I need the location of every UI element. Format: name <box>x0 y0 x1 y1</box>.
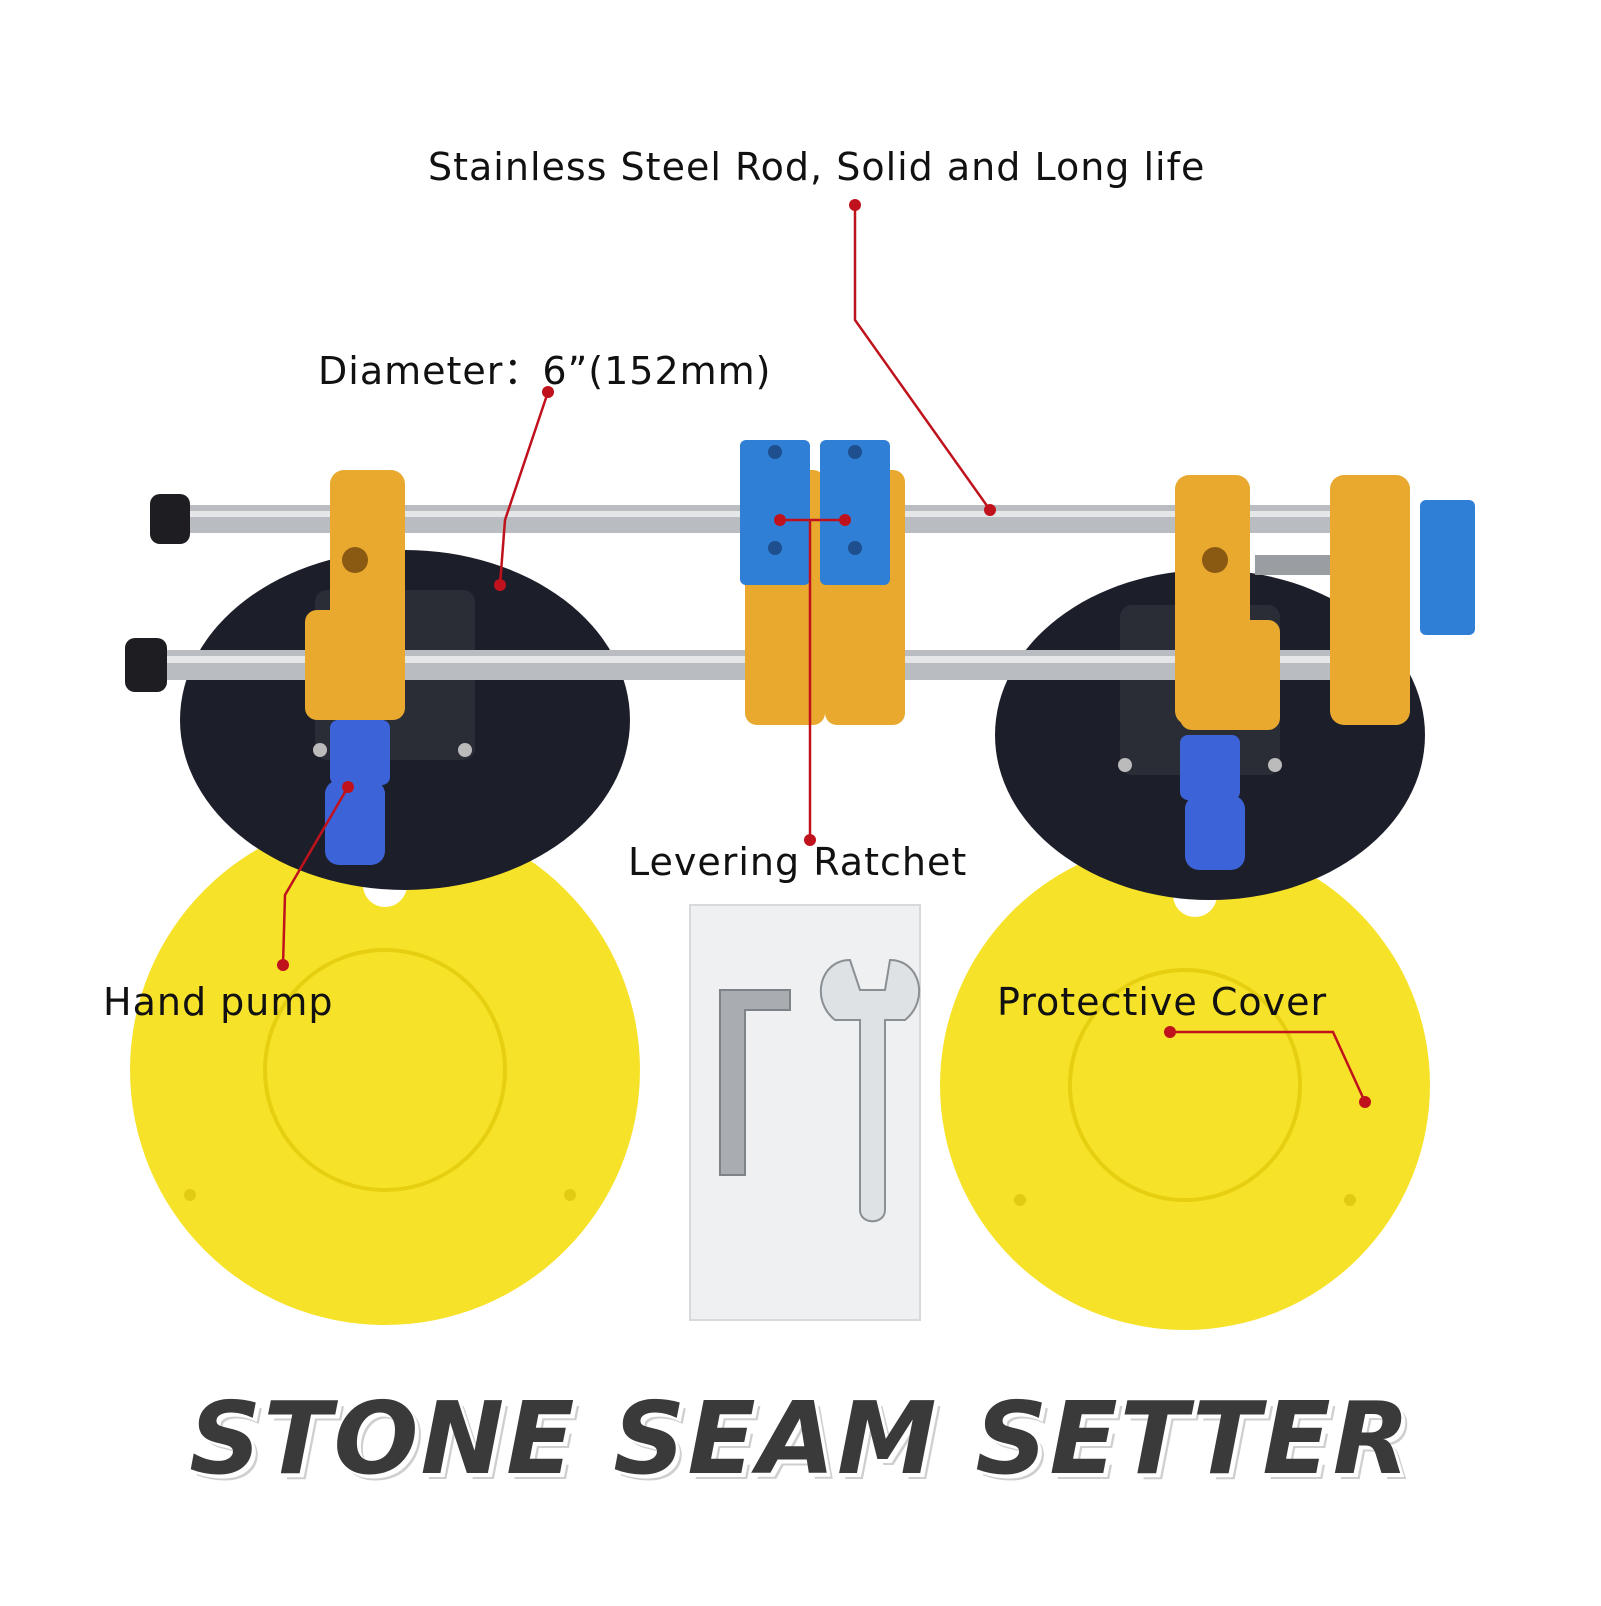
protective-cover-left <box>130 815 640 1325</box>
pointer-lines <box>281 205 1367 1103</box>
callout-stainless-steel-rod: Stainless Steel Rod, Solid and Long life <box>428 145 1206 189</box>
gold-brackets <box>305 470 1410 730</box>
blue-blocks <box>740 440 1475 635</box>
accessory-bag <box>689 904 921 1321</box>
threaded-screw-icon <box>1255 555 1330 575</box>
callout-diameter: Diameter：6”(152mm) <box>318 349 772 393</box>
allen-key-icon <box>719 989 791 1176</box>
product-title: STONE SEAM SETTER <box>189 1380 1412 1497</box>
callout-hand-pump: Hand pump <box>103 980 334 1024</box>
callout-protective-cover: Protective Cover <box>997 980 1328 1024</box>
pointer-dots <box>277 199 1371 1108</box>
wrench-icon <box>819 958 921 1223</box>
callout-levering-ratchet: Levering Ratchet <box>628 840 968 884</box>
